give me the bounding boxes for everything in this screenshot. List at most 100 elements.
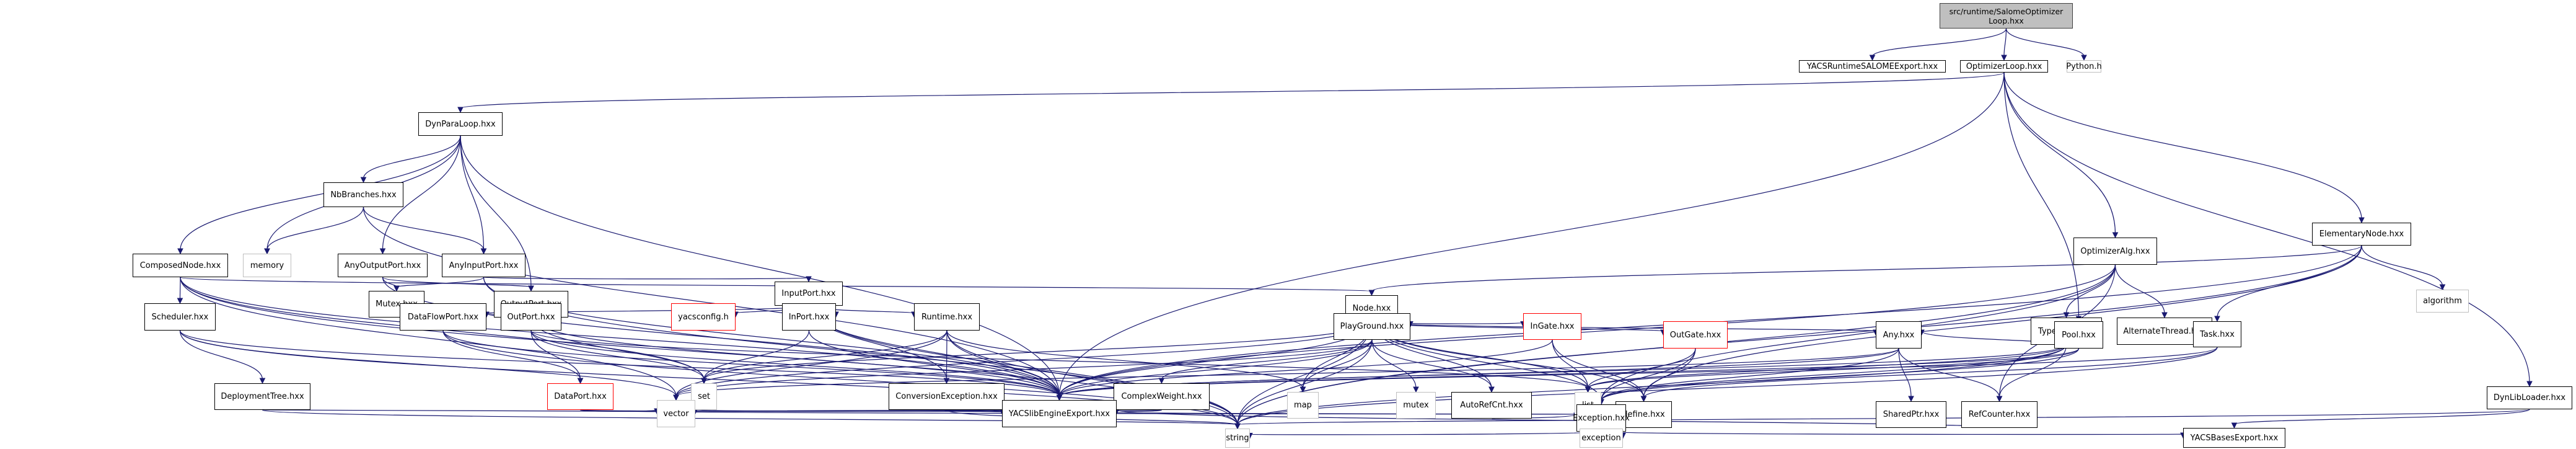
node-label: YACSRuntimeSALOMEExport.hxx — [1806, 61, 1938, 71]
edge-play-ground-to-mutex — [1371, 339, 1417, 389]
node-any[interactable]: Any.hxx — [1876, 321, 1922, 349]
node-data-port: DataPort.hxx — [547, 383, 613, 410]
edge-any-output-port-to-output-port — [382, 277, 532, 288]
edge-complex-weight-to-vector — [695, 409, 1163, 412]
node-set: set — [691, 383, 717, 410]
edge-exception-to-yacsbases-export — [1601, 431, 2184, 435]
edge-dyn-para-loop-to-any-output-port — [382, 135, 461, 251]
node-label: AnyOutputPort.hxx — [344, 260, 421, 270]
edge-nb-branches-to-any-input-port — [363, 207, 485, 251]
edge-any-output-port-to-yacslib-engine-export — [382, 277, 1060, 397]
node-pool[interactable]: Pool.hxx — [2054, 321, 2103, 349]
node-label: NbBranches.hxx — [330, 190, 397, 200]
node-elementary-node[interactable]: ElementaryNode.hxx — [2312, 223, 2411, 246]
node-label: DeploymentTree.hxx — [221, 392, 304, 401]
node-label: DynParaLoop.hxx — [425, 119, 496, 129]
node-label: AutoRefCnt.hxx — [1460, 401, 1523, 410]
arrowhead-optimizer-alg — [2112, 232, 2119, 239]
edge-optimizer-loop-to-optimizer-alg — [2003, 72, 2116, 234]
edge-root-to-yacsruntime-salomeexport — [1871, 28, 2007, 57]
edge-composed-node-to-scheduler — [179, 277, 181, 300]
node-input-port[interactable]: InputPort.hxx — [775, 282, 843, 306]
node-optimizer-alg[interactable]: OptimizerAlg.hxx — [2073, 238, 2157, 265]
edge-elementary-node-to-node — [1371, 245, 2362, 292]
node-root[interactable]: src/runtime/SalomeOptimizer Loop.hxx — [1940, 3, 2073, 29]
edge-optimizer-alg-to-type-code — [2065, 264, 2116, 314]
node-out-port[interactable]: OutPort.hxx — [501, 303, 561, 331]
node-label: DataFlowPort.hxx — [407, 312, 479, 322]
node-ref-counter[interactable]: RefCounter.hxx — [1961, 401, 2038, 428]
node-yacslib-engine-export[interactable]: YACSlibEngineExport.hxx — [1002, 400, 1117, 427]
node-string: string — [1225, 429, 1250, 448]
edge-optimizer-loop-to-dyn-para-loop — [460, 72, 2005, 109]
edge-dyn-para-loop-to-yacslib-engine-export — [460, 135, 1060, 397]
node-play-ground[interactable]: PlayGround.hxx — [1334, 313, 1410, 340]
arrowhead-input-port — [806, 276, 812, 283]
edge-dyn-lib-loader-to-yacsbases-export — [2233, 409, 2530, 425]
node-any-input-port[interactable]: AnyInputPort.hxx — [442, 254, 525, 277]
edge-runtime-to-vector — [675, 330, 947, 397]
node-label: SharedPtr.hxx — [1883, 410, 1940, 419]
edge-in-port-to-yacslib-engine-export — [808, 330, 1060, 397]
arrowhead-mutex — [1413, 386, 1419, 393]
node-auto-ref-cnt[interactable]: AutoRefCnt.hxx — [1451, 392, 1532, 419]
node-exception[interactable]: Exception.hxx — [1573, 404, 1630, 432]
node-dyn-lib-loader[interactable]: DynLibLoader.hxx — [2487, 386, 2572, 409]
edge-optimizer-loop-to-yacslib-engine-export — [1058, 72, 2005, 397]
node-python: Python.h — [2066, 60, 2102, 73]
node-label: mutex — [1403, 401, 1429, 410]
node-yacsbases-export[interactable]: YACSBasesExport.hxx — [2183, 428, 2285, 448]
edge-data-port-to-vector — [579, 409, 657, 412]
node-any-output-port[interactable]: AnyOutputPort.hxx — [338, 254, 428, 277]
edge-in-port-to-set — [703, 330, 810, 380]
edge-composed-node-to-yacslib-engine-export — [180, 277, 1060, 397]
edge-root-to-python — [2005, 28, 2085, 57]
node-yacsruntime-salomeexport[interactable]: YACSRuntimeSALOMEExport.hxx — [1799, 60, 1946, 73]
node-label: OptimizerLoop.hxx — [1966, 61, 2042, 71]
node-data-flow-port[interactable]: DataFlowPort.hxx — [400, 303, 486, 331]
node-complex-weight[interactable]: ComplexWeight.hxx — [1114, 383, 1210, 410]
arrowhead-data-port — [577, 378, 584, 385]
node-yacsconfig: yacsconfig.h — [671, 303, 736, 331]
node-label: InGate.hxx — [1530, 322, 1575, 331]
arrowhead-yacslib-engine-export — [1056, 394, 1063, 401]
edge-ref-counter-to-yacslib-engine-export — [1116, 409, 2000, 429]
node-label: ConversionException.hxx — [895, 392, 998, 401]
node-nb-branches[interactable]: NbBranches.hxx — [323, 182, 403, 207]
edge-runtime-to-map — [946, 330, 1304, 389]
edge-out-port-to-data-port — [530, 330, 581, 380]
node-label: map — [1294, 401, 1312, 410]
node-label: YACSlibEngineExport.hxx — [1008, 409, 1110, 419]
arrowhead-map — [1299, 386, 1306, 393]
node-deployment-tree[interactable]: DeploymentTree.hxx — [214, 383, 310, 410]
node-runtime[interactable]: Runtime.hxx — [914, 303, 980, 331]
node-define[interactable]: define.hxx — [1615, 401, 1672, 428]
arrowhead-algorithm — [2439, 284, 2446, 291]
edge-composed-node-to-vector — [180, 277, 677, 397]
node-label: ElementaryNode.hxx — [2319, 229, 2404, 239]
node-composed-node[interactable]: ComposedNode.hxx — [133, 254, 228, 277]
node-in-port[interactable]: InPort.hxx — [782, 303, 836, 331]
arrowhead-scheduler — [177, 298, 183, 305]
node-conversion-exception[interactable]: ConversionException.hxx — [889, 383, 1004, 410]
node-algorithm: algorithm — [2416, 290, 2469, 313]
edge-scheduler-to-yacslib-engine-export — [179, 330, 1060, 397]
node-label: src/runtime/SalomeOptimizer Loop.hxx — [1949, 6, 2064, 25]
node-label: yacsconfig.h — [678, 312, 729, 322]
node-label: Node.hxx — [1352, 304, 1391, 313]
arrowhead-composed-node — [177, 248, 183, 255]
node-shared-ptr[interactable]: SharedPtr.hxx — [1876, 401, 1946, 428]
node-scheduler[interactable]: Scheduler.hxx — [144, 303, 216, 331]
node-in-gate: InGate.hxx — [1523, 313, 1581, 340]
edge-any-to-ref-counter — [1898, 348, 2000, 398]
arrowhead-string — [1234, 423, 1241, 430]
node-label: InPort.hxx — [788, 312, 830, 322]
edge-pool-to-list — [1587, 348, 2080, 389]
node-label: ComplexWeight.hxx — [1121, 392, 1202, 401]
edge-exception-to-string — [1249, 431, 1602, 435]
node-dyn-para-loop[interactable]: DynParaLoop.hxx — [418, 112, 503, 136]
node-task[interactable]: Task.hxx — [2193, 321, 2241, 347]
edge-type-code-to-yacslib-engine-export — [1058, 344, 2067, 397]
node-optimizer-loop[interactable]: OptimizerLoop.hxx — [1960, 60, 2048, 73]
